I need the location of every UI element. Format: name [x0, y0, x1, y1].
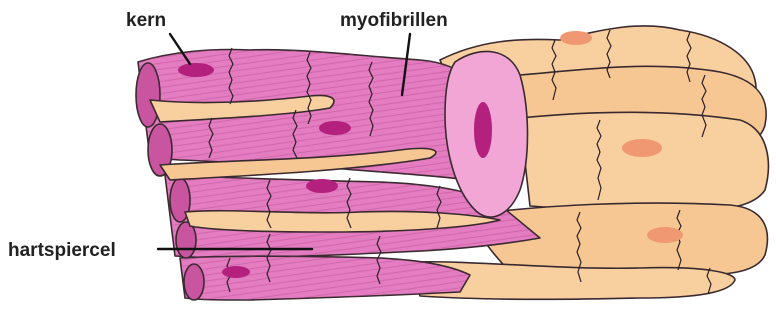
peach-fiber-middle [520, 112, 768, 211]
peach-nucleus-lower [647, 227, 683, 243]
label-nucleus-text: kern [126, 10, 166, 31]
cross-section-nucleus [474, 102, 492, 158]
pink-nucleus-top [178, 63, 214, 77]
pink-nucleus-lower [306, 179, 338, 193]
label-cell-text: hartspiercel [8, 240, 116, 261]
pink-nucleus-bottom [222, 266, 250, 278]
fiber-cut-face-4 [176, 222, 196, 258]
label-myofibrils-text: myofibrillen [340, 10, 448, 31]
peach-nucleus-top [560, 31, 592, 45]
fiber-cut-face-1 [136, 63, 160, 127]
fiber-cut-face-5 [184, 264, 204, 300]
pink-nucleus-middle [319, 121, 351, 135]
peach-nucleus-middle [622, 139, 662, 157]
pink-fiber-bundle [136, 48, 540, 300]
